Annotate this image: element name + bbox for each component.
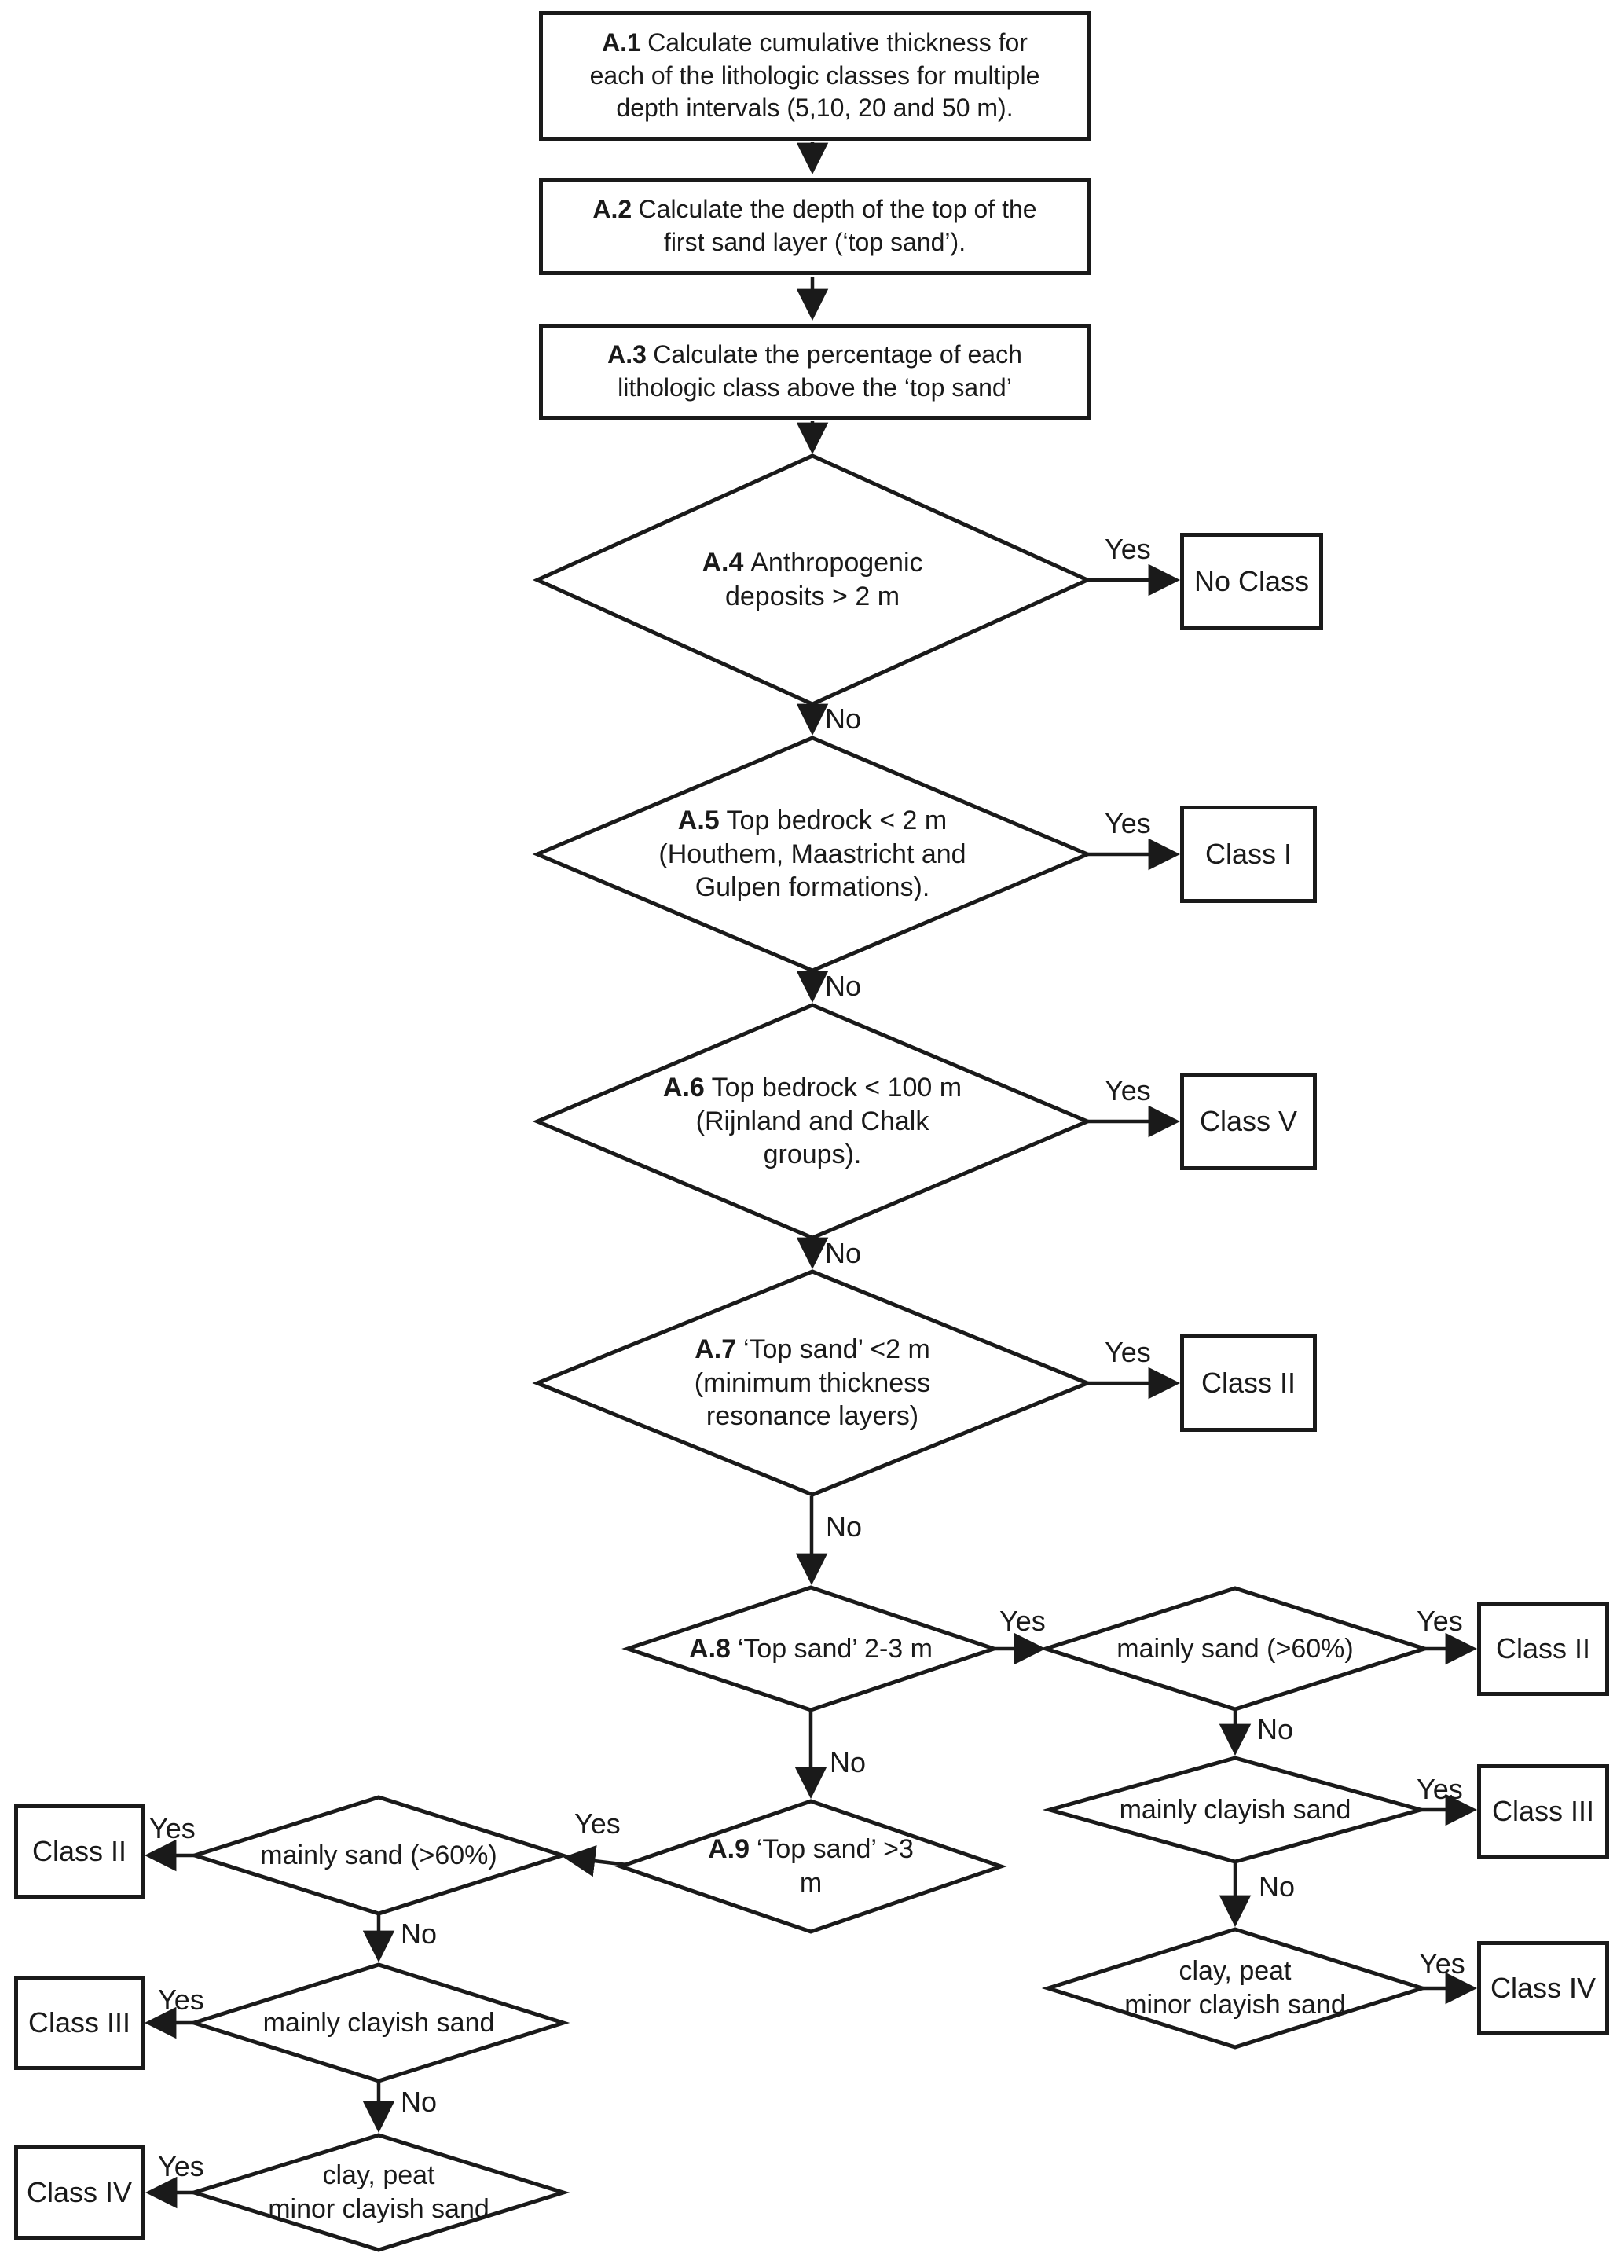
- step-code: A.2: [592, 195, 632, 224]
- terminal-class-iv-left: Class IV: [14, 2145, 145, 2240]
- decision-a7: A.7‘Top sand’ <2 m (minimum thickness re…: [694, 1334, 931, 1432]
- label-no-a4: No: [825, 703, 862, 735]
- label-yes-sand-left: Yes: [149, 1812, 196, 1844]
- decision-mainly-sand-right: mainly sand (>60%): [1116, 1633, 1354, 1664]
- terminal-class-iii-right: Class III: [1477, 1764, 1609, 1859]
- diamond-clayish-left-outline: [187, 1962, 570, 2083]
- decision-a9: A.9‘Top sand’ >3 m: [708, 1834, 914, 1898]
- terminal-class-ii-left: Class II: [14, 1804, 145, 1899]
- label-no-sand-right: No: [1257, 1713, 1294, 1745]
- arrow-a9-sandleft-yes: [563, 1844, 628, 1877]
- label-yes-clayish-right: Yes: [1417, 1773, 1463, 1805]
- terminal-class-ii-spine: Class II: [1180, 1334, 1317, 1432]
- label-yes-a4: Yes: [1105, 533, 1151, 565]
- step-code: A.1: [602, 28, 641, 57]
- step-code: A.7: [695, 1334, 737, 1364]
- decision-a8: A.8‘Top sand’ 2-3 m: [689, 1633, 933, 1664]
- label-no-clayish-right: No: [1259, 1870, 1296, 1903]
- diamond-sand-left-outline: [188, 1795, 570, 1916]
- step-code: A.9: [708, 1834, 750, 1865]
- label-yes-a5: Yes: [1105, 807, 1151, 839]
- step-code: A.5: [677, 805, 720, 835]
- label-no-clayish-left: No: [401, 2086, 438, 2118]
- terminal-class-v: Class V: [1180, 1073, 1317, 1170]
- diamond-a8-outline: [621, 1585, 1000, 1712]
- diamond-claypeat-left-outline: [187, 2133, 570, 2252]
- diamond-sand-right-outline: [1039, 1586, 1432, 1712]
- decision-mainly-sand-left: mainly sand (>60%): [260, 1840, 497, 1870]
- diamond-a5-outline: [532, 736, 1093, 973]
- label-yes-claypeat-right: Yes: [1419, 1947, 1465, 1980]
- label-yes-a8: Yes: [999, 1605, 1046, 1637]
- label-no-a8: No: [830, 1746, 867, 1778]
- diamond-a9-outline: [614, 1799, 1007, 1934]
- decision-clay-peat-right: clay, peat minor clayish sand: [1124, 1956, 1346, 2020]
- label-yes-a6: Yes: [1105, 1074, 1151, 1106]
- decision-mainly-clayish-right: mainly clayish sand: [1119, 1794, 1351, 1825]
- label-no-a5: No: [825, 970, 862, 1002]
- label-no-sand-left: No: [401, 1918, 438, 1950]
- diamond-a7-outline: [532, 1269, 1093, 1497]
- step-code: A.6: [662, 1072, 705, 1103]
- label-no-a6: No: [825, 1237, 862, 1269]
- diamond-claypeat-right-outline: [1041, 1927, 1429, 2050]
- terminal-class-iii-left: Class III: [14, 1976, 145, 2070]
- diamond-a6-outline: [532, 1003, 1093, 1240]
- decision-mainly-clayish-left: mainly clayish sand: [262, 2007, 495, 2038]
- terminal-class-ii-right: Class II: [1477, 1602, 1609, 1696]
- label-yes-clayish-left: Yes: [158, 1984, 204, 2016]
- terminal-no-class: No Class: [1180, 533, 1323, 630]
- step-code: A.4: [702, 548, 744, 578]
- label-yes-a9: Yes: [574, 1807, 621, 1840]
- terminal-class-iv-right: Class IV: [1477, 1941, 1609, 2035]
- diamond-clayish-right-outline: [1042, 1756, 1428, 1864]
- terminal-class-i: Class I: [1180, 806, 1317, 903]
- label-yes-sand-right: Yes: [1417, 1605, 1463, 1637]
- label-yes-claypeat-left: Yes: [158, 2150, 204, 2182]
- label-no-a7: No: [826, 1510, 863, 1543]
- decision-clay-peat-left: clay, peat minor clayish sand: [268, 2160, 489, 2224]
- diamond-a4-outline: [532, 453, 1093, 706]
- step-code: A.3: [607, 340, 647, 369]
- step-code: A.8: [689, 1633, 731, 1664]
- label-yes-a7: Yes: [1105, 1336, 1151, 1368]
